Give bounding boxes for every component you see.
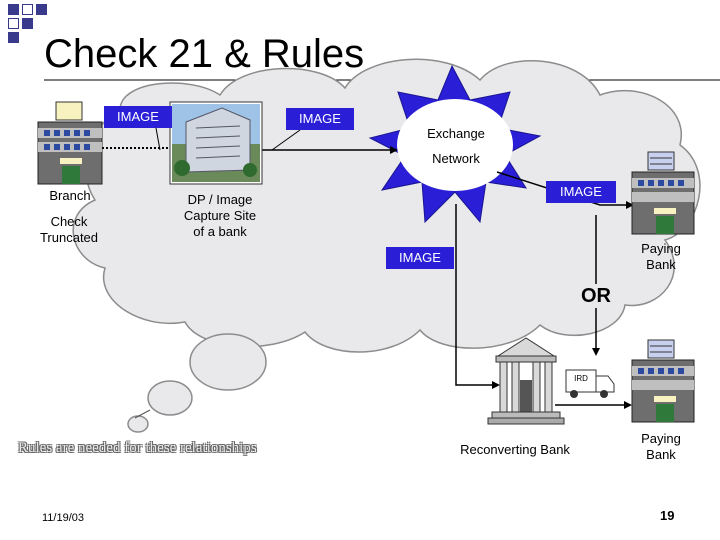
thought-bubble bbox=[127, 415, 149, 433]
branch-label: Branch bbox=[49, 188, 91, 203]
network-to-reconverting-line bbox=[455, 204, 495, 386]
check-truncated-label: Check Truncated bbox=[39, 214, 99, 245]
image-tag: IMAGE bbox=[546, 181, 616, 203]
paying-bank-building-icon bbox=[631, 339, 695, 423]
thought-bubble bbox=[189, 333, 267, 391]
reconverting-bank-label: Reconverting Bank bbox=[460, 442, 570, 457]
slide-bullet-icon bbox=[22, 4, 33, 15]
slide-bullet-icon bbox=[22, 18, 33, 29]
reconverting-bank-icon bbox=[487, 337, 565, 425]
rules-note: Rules are needed for these relationships bbox=[18, 440, 257, 456]
slide-bullet-icon bbox=[8, 18, 19, 29]
exchange-label: Exchange bbox=[427, 126, 485, 141]
paying-bank-label: Paying Bank bbox=[641, 241, 681, 272]
image-tag: IMAGE bbox=[104, 106, 172, 128]
ird-truck-icon bbox=[565, 369, 615, 398]
paying-bank-label: Paying Bank bbox=[641, 431, 681, 462]
image-tag: IMAGE bbox=[386, 247, 454, 269]
thought-bubble bbox=[147, 380, 193, 416]
slide-bullet-icon bbox=[8, 32, 19, 43]
capture-site-photo-icon bbox=[169, 101, 263, 185]
branch-building-icon bbox=[37, 101, 103, 185]
page-number: 19 bbox=[660, 508, 675, 523]
slide-bullet-icon bbox=[8, 4, 19, 15]
ird-label: IRD bbox=[574, 374, 588, 383]
dp-capture-label: DP / Image Capture Site of a bank bbox=[183, 192, 257, 239]
image-tag: IMAGE bbox=[286, 108, 354, 130]
network-label: Network bbox=[432, 151, 480, 166]
slide-bullet-icon bbox=[36, 4, 47, 15]
network-to-paying-bank-line bbox=[496, 171, 628, 206]
or-label: OR bbox=[581, 285, 611, 307]
footer-date: 11/19/03 bbox=[42, 512, 85, 524]
paying-bank-building-icon bbox=[631, 151, 695, 235]
page-title: Check 21 & Rules bbox=[44, 32, 365, 76]
